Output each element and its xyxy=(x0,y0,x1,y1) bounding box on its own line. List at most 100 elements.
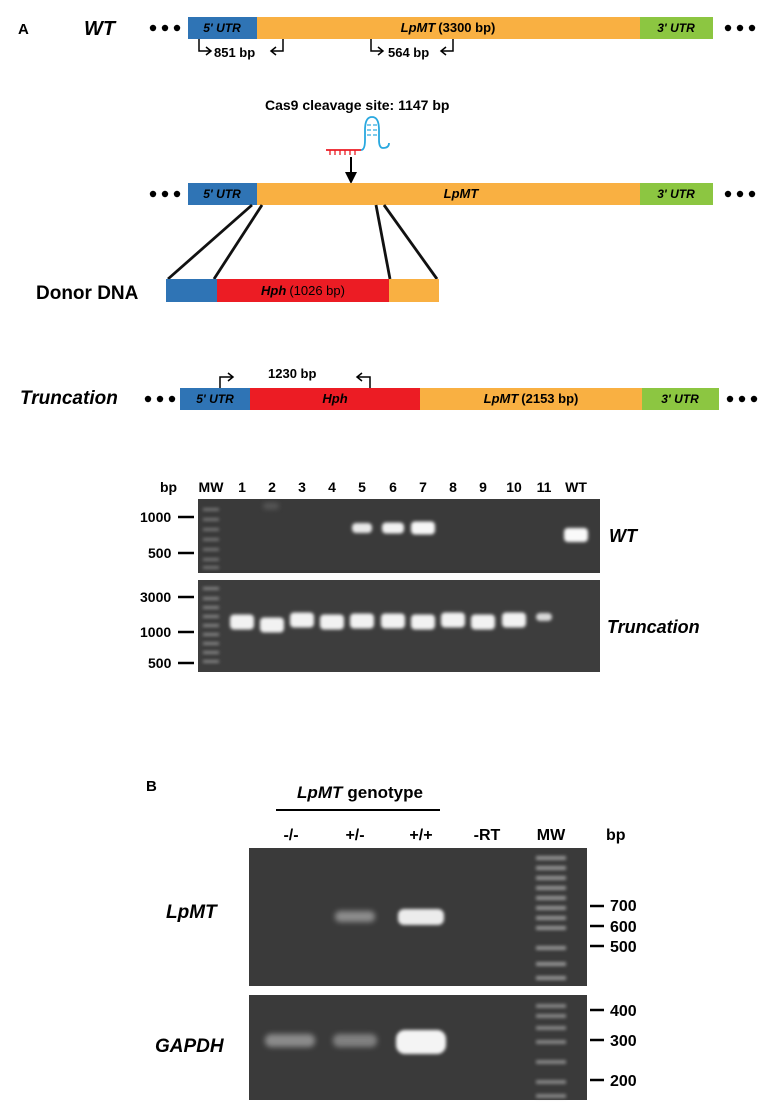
gel-a-top-image xyxy=(198,499,600,573)
donor-hph-label: Hph(1026 bp) xyxy=(261,283,345,298)
gel-b-top-markers: 700 600 500 xyxy=(590,898,637,956)
gel-b-marker-600: 600 xyxy=(610,919,637,936)
gel-b-lpmt-label: LpMT xyxy=(166,902,218,923)
donor-dna-label: Donor DNA xyxy=(36,283,139,304)
gel-a-marker-1000-top: 1000 xyxy=(140,509,171,525)
trunc-gene-box xyxy=(420,388,642,410)
trunc-right-dots xyxy=(726,395,758,403)
gel-a-ladder-band xyxy=(203,566,219,569)
trunc-left-dots xyxy=(144,395,176,403)
gel-b-marker-300: 300 xyxy=(610,1033,637,1050)
gel-a-lane-label: 10 xyxy=(506,479,522,495)
gel-b-ladder-band xyxy=(536,1040,566,1044)
gel-a-ladder-band xyxy=(203,633,219,636)
gel-a-bottom-markers: 3000 1000 500 xyxy=(140,589,194,671)
trunc-gene-name: LpMT xyxy=(484,391,520,406)
gel-b-bottom-markers: 400 300 200 xyxy=(590,1003,637,1090)
donor-hph-name: Hph xyxy=(261,283,286,298)
cas9-utr3-label: 3' UTR xyxy=(657,187,695,201)
wt-gene-name: LpMT xyxy=(401,20,437,35)
gel-b-bands xyxy=(265,856,566,1098)
gel-b-lane-label: +/+ xyxy=(409,827,432,844)
gel-b-gapdh-band xyxy=(265,1034,315,1047)
wt-utr5-box xyxy=(188,17,257,39)
wt-utr3-box xyxy=(640,17,713,39)
wt-utr3-label: 3' UTR xyxy=(657,21,695,35)
gel-a-ladder-band xyxy=(203,528,219,531)
gel-b-ladder-band xyxy=(536,926,566,930)
gel-a-lane-label: MW xyxy=(199,479,225,495)
gel-a-wt-band xyxy=(411,521,435,535)
wt-reverse-primer-arrow-2 xyxy=(439,39,454,56)
wt-primer-size-2: 564 bp xyxy=(388,45,429,60)
gel-b-ladder-band xyxy=(536,896,566,900)
gel-b-lpmt-band xyxy=(335,911,375,922)
gel-a-truncation-band xyxy=(260,617,284,633)
gel-b-ladder-band xyxy=(536,946,566,950)
wt-construct-label: WT xyxy=(84,18,117,40)
gel-a-ladder-band xyxy=(203,615,219,618)
gel-a-ladder-band xyxy=(203,558,219,561)
gel-a-ladder-band xyxy=(203,642,219,645)
gel-b-ladder-band xyxy=(536,962,566,966)
panel-a-label: A xyxy=(18,21,29,38)
trunc-hph-box xyxy=(250,388,420,410)
gel-a-top-markers: 1000 500 xyxy=(140,509,194,561)
gel-b-ladder-band xyxy=(536,1094,566,1098)
gel-a-truncation-band xyxy=(290,612,314,628)
cas9-cleavage-label: Cas9 cleavage site: 1147 bp xyxy=(265,97,449,113)
trunc-hph-label: Hph xyxy=(322,391,347,406)
gel-a-marker-500-bottom: 500 xyxy=(148,655,172,671)
gel-a-marker-500-top: 500 xyxy=(148,545,172,561)
gel-a-marker-1000-bottom: 1000 xyxy=(140,624,171,640)
trunc-forward-primer-arrow xyxy=(219,372,235,388)
cas9-gene-label: LpMT xyxy=(444,186,480,201)
gel-b-lane-label: -/- xyxy=(283,827,298,844)
gel-a-ladder-band xyxy=(203,508,219,511)
gel-b-gapdh-band xyxy=(333,1034,377,1047)
gel-a-lane-label: WT xyxy=(565,479,587,495)
gel-a-bands xyxy=(203,503,588,663)
gel-a-wt-label: WT xyxy=(609,526,639,546)
cas9-left-dots xyxy=(149,190,181,198)
gel-b-marker-200: 200 xyxy=(610,1073,637,1090)
gel-a-truncation-band xyxy=(502,612,526,628)
gel-a-truncation-band xyxy=(471,614,495,630)
gel-b-lane-label: +/- xyxy=(345,827,364,844)
gel-a-ladder-band xyxy=(203,606,219,609)
gel-a-ladder-band xyxy=(203,597,219,600)
gel-a-lane-label: 9 xyxy=(479,479,487,495)
gel-a-wt-band xyxy=(382,522,404,534)
sgrna-icon xyxy=(326,116,390,155)
gel-a-ladder-band xyxy=(203,538,219,541)
trunc-product-size: 1230 bp xyxy=(268,366,316,381)
wt-forward-primer-arrow-2 xyxy=(370,39,385,56)
gel-a-truncation-band xyxy=(350,613,374,629)
cas9-gene-box xyxy=(257,183,640,205)
gel-b-marker-500: 500 xyxy=(610,939,637,956)
gel-a-truncation-label: Truncation xyxy=(607,617,700,637)
wt-gene-size: (3300 bp) xyxy=(438,20,495,35)
gel-a-faint-band xyxy=(263,503,279,509)
cas9-right-dots xyxy=(724,190,756,198)
panel-b-label: B xyxy=(146,778,157,795)
wt-utr5-label: 5' UTR xyxy=(203,21,241,35)
gel-b-ladder-band xyxy=(536,1080,566,1084)
wt-left-dots xyxy=(149,24,181,32)
gel-a-truncation-band xyxy=(411,614,435,630)
gel-a-truncation-band xyxy=(320,614,344,630)
genotype-gene: LpMT xyxy=(297,783,344,802)
gel-a-wt-band xyxy=(352,523,372,533)
gel-b-ladder-band xyxy=(536,856,566,860)
wt-forward-primer-arrow xyxy=(198,39,213,56)
gel-b-marker-400: 400 xyxy=(610,1003,637,1020)
gel-a-ladder-band xyxy=(203,651,219,654)
wt-primer-size-1: 851 bp xyxy=(214,45,255,60)
gel-b-ladder-band xyxy=(536,876,566,880)
genotype-word: genotype xyxy=(347,783,423,802)
gel-b-ladder-band xyxy=(536,1014,566,1018)
gel-a-marker-3000: 3000 xyxy=(140,589,171,605)
